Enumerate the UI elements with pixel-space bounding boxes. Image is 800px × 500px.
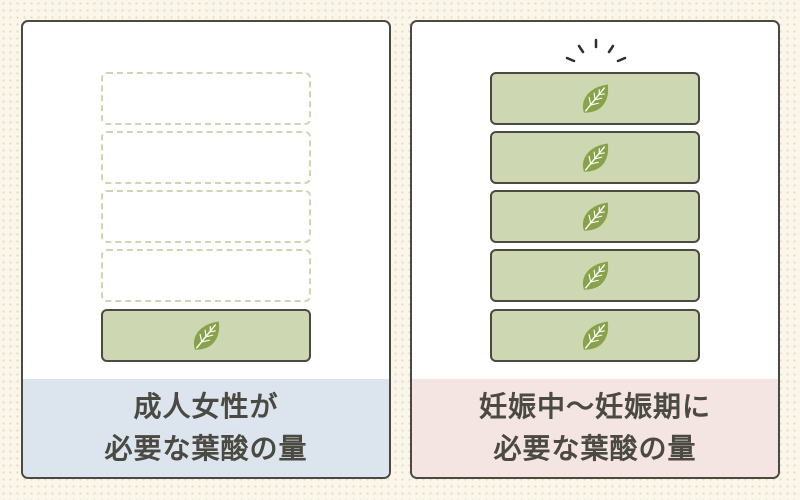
empty-unit-block xyxy=(101,131,311,184)
filled-unit-block xyxy=(490,190,700,243)
caption-line-2: 必要な葉酸の量 xyxy=(493,432,697,465)
panel-caption: 成人女性が 必要な葉酸の量 xyxy=(23,379,389,477)
sparkle-icon xyxy=(565,38,627,63)
leaf-icon xyxy=(582,261,609,290)
panel-caption: 妊娠中〜妊娠期に 必要な葉酸の量 xyxy=(412,379,778,477)
leaf-icon xyxy=(582,321,609,350)
filled-unit-block xyxy=(490,72,700,125)
empty-unit-block xyxy=(101,190,311,243)
caption-line-2: 必要な葉酸の量 xyxy=(104,432,308,465)
caption-line-1: 妊娠中〜妊娠期に xyxy=(478,390,711,423)
leaf-icon xyxy=(582,143,609,172)
leaf-icon xyxy=(193,321,220,350)
filled-unit-block xyxy=(101,309,311,362)
leaf-icon xyxy=(582,202,609,231)
filled-unit-block xyxy=(490,249,700,302)
filled-unit-block xyxy=(490,309,700,362)
panel-pregnancy: 妊娠中〜妊娠期に 必要な葉酸の量 xyxy=(410,20,780,479)
empty-unit-block xyxy=(101,72,311,125)
unit-stack xyxy=(412,22,778,382)
caption-line-1: 成人女性が xyxy=(133,390,279,423)
filled-unit-block xyxy=(490,131,700,184)
leaf-icon xyxy=(582,84,609,113)
unit-stack xyxy=(23,22,389,382)
panel-adult-woman: 成人女性が 必要な葉酸の量 xyxy=(21,20,391,479)
empty-unit-block xyxy=(101,249,311,302)
